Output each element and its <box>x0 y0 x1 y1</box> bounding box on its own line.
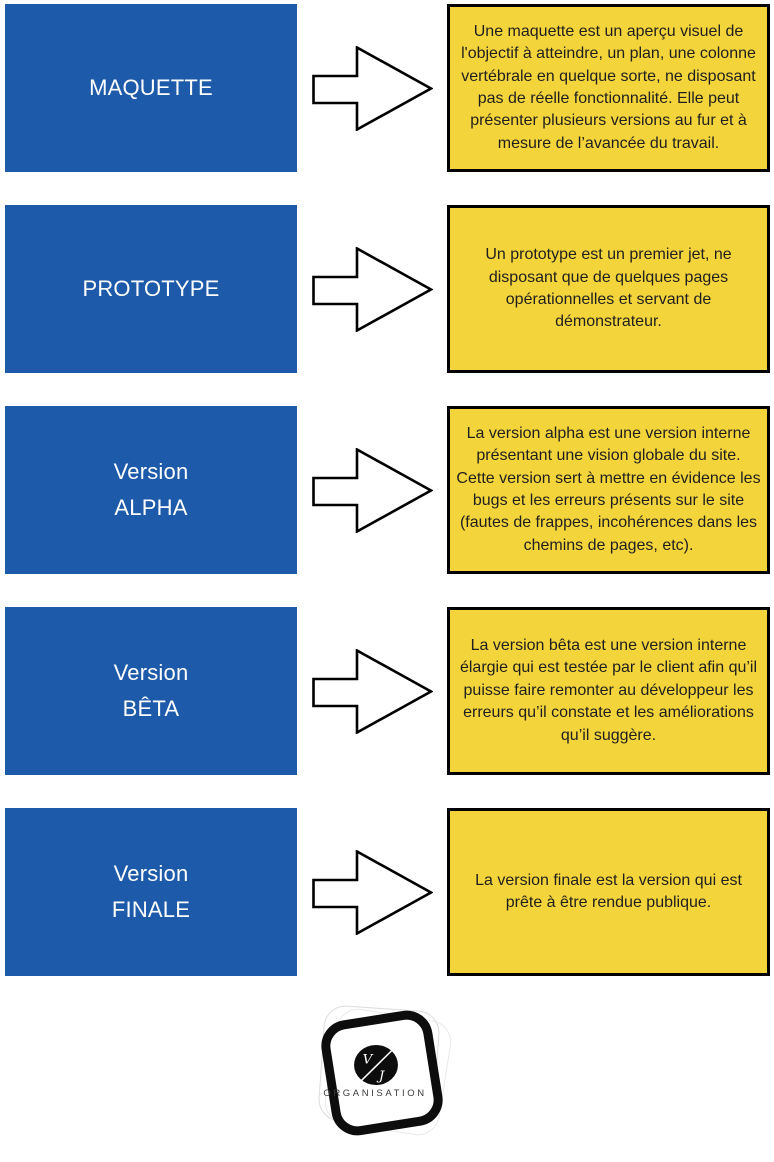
logo-content: V J ORGANISATION <box>300 1001 450 1151</box>
arrow-cell <box>297 246 447 332</box>
arrow-cell <box>297 45 447 131</box>
stage-row: Version FINALE La version finale est la … <box>5 808 770 976</box>
arrow-cell <box>297 849 447 935</box>
arrow-cell <box>297 648 447 734</box>
stage-description: Une maquette est un aperçu visuel de l'o… <box>461 22 756 152</box>
arrow-right-icon <box>311 45 433 131</box>
stage-row: PROTOTYPE Un prototype est un premier je… <box>5 205 770 373</box>
logo: V J ORGANISATION <box>300 1001 460 1159</box>
stage-description-box: La version bêta est une version interne … <box>447 607 770 775</box>
logo-caption: ORGANISATION <box>323 1088 427 1099</box>
logo-monogram: V J <box>354 1044 398 1086</box>
stage-description: La version bêta est une version interne … <box>459 637 758 744</box>
stage-label-box: Version FINALE <box>5 808 297 976</box>
stage-row: MAQUETTE Une maquette est un aperçu visu… <box>5 4 770 172</box>
stage-row: Version BÊTA La version bêta est une ver… <box>5 607 770 775</box>
stage-label: MAQUETTE <box>89 75 213 101</box>
arrow-right-icon <box>311 849 433 935</box>
monogram-letter-v: V <box>363 1053 374 1068</box>
stage-description-box: Une maquette est un aperçu visuel de l'o… <box>447 4 770 172</box>
arrow-cell <box>297 447 447 533</box>
stage-description: Un prototype est un premier jet, ne disp… <box>485 246 732 331</box>
stage-label-box: Version BÊTA <box>5 607 297 775</box>
arrow-right-icon <box>311 648 433 734</box>
stage-label-box: PROTOTYPE <box>5 205 297 373</box>
arrow-right-icon <box>311 447 433 533</box>
monogram-slash <box>359 1046 397 1083</box>
stage-description-box: La version finale est la version qui est… <box>447 808 770 976</box>
stage-description: La version alpha est une version interne… <box>456 424 761 554</box>
stage-label: Version BÊTA <box>113 660 189 721</box>
monogram-letter-j: J <box>376 1069 385 1084</box>
arrow-right-icon <box>311 246 433 332</box>
stage-label: Version ALPHA <box>113 459 189 520</box>
stage-label: Version FINALE <box>111 861 191 922</box>
stage-label-box: Version ALPHA <box>5 406 297 574</box>
stage-description: La version finale est la version qui est… <box>475 871 742 911</box>
stage-description-box: Un prototype est un premier jet, ne disp… <box>447 205 770 373</box>
stage-label-box: MAQUETTE <box>5 4 297 172</box>
stage-label: PROTOTYPE <box>82 276 220 302</box>
stage-row: Version ALPHA La version alpha est une v… <box>5 406 770 574</box>
stage-description-box: La version alpha est une version interne… <box>447 406 770 574</box>
